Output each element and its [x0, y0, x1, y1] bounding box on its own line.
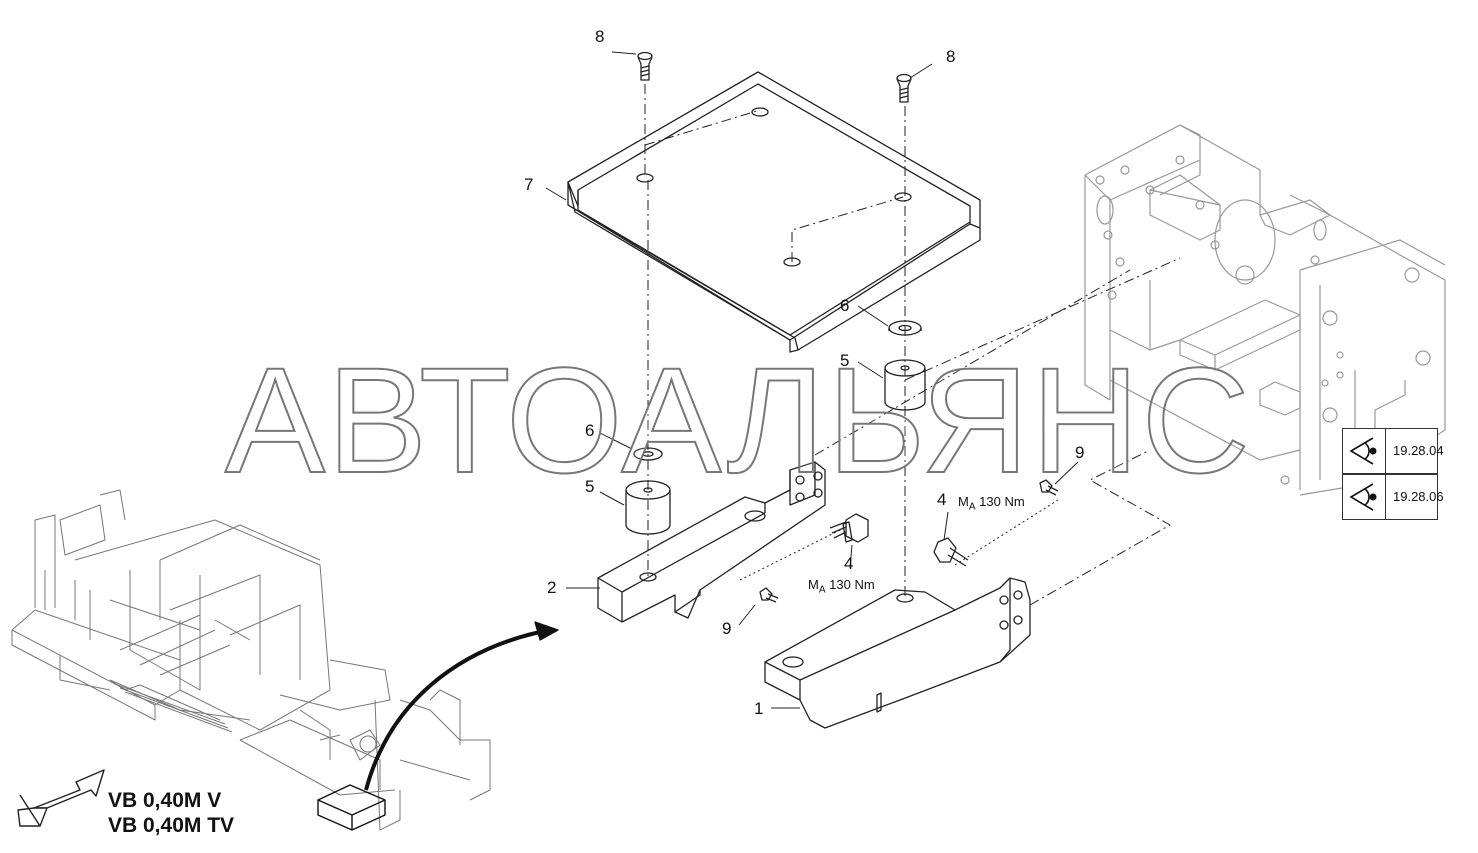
part-label-2: 2 [547, 578, 557, 597]
variant-label: VB 0,40M V [108, 789, 222, 812]
hex-bolt [829, 513, 869, 543]
part-label-9: 9 [1075, 443, 1085, 462]
torque-spec: MA 130 Nm [808, 577, 875, 596]
part-label-4: 4 [937, 490, 947, 509]
assembly-axis-lines [644, 84, 1181, 606]
highlight-location-box [317, 784, 386, 831]
torque-spec: MA 130 Nm [958, 494, 1025, 513]
bracket-left [597, 461, 826, 623]
eye-view-icon [1343, 475, 1386, 519]
bracket-right [764, 577, 1031, 729]
reference-code: 19.28.04 [1393, 443, 1444, 458]
machine-overview [11, 489, 491, 831]
part-label-6: 6 [585, 421, 595, 440]
part-label-4: 4 [844, 554, 854, 573]
cross-reference[interactable]: 19.28.06 [1342, 474, 1444, 520]
countersunk-screw [637, 51, 653, 81]
cover-plate [567, 71, 981, 353]
small-bolt [1039, 479, 1059, 496]
part-label-8: 8 [595, 27, 605, 46]
watermark: АВТОАЛЬЯНС [224, 336, 1252, 504]
eye-view-icon [1343, 429, 1386, 473]
part-label-1: 1 [754, 699, 764, 718]
reference-code: 19.28.06 [1393, 489, 1444, 504]
location-callout-arrow [364, 621, 559, 791]
leader-lines [545, 51, 1079, 709]
cross-reference[interactable]: 19.28.04 [1342, 428, 1444, 474]
hex-bolt [933, 537, 969, 567]
variant-label: VB 0,40M TV [108, 814, 235, 837]
machine-frame [1084, 124, 1446, 496]
part-label-5: 5 [840, 351, 850, 370]
countersunk-screw [896, 73, 912, 103]
part-label-7: 7 [524, 175, 534, 194]
part-label-8: 8 [946, 47, 956, 66]
view-direction-arrow [17, 769, 105, 827]
part-label-9: 9 [722, 619, 732, 638]
small-bolt [759, 587, 779, 603]
part-label-6: 6 [840, 296, 850, 315]
part-label-5: 5 [585, 477, 595, 496]
